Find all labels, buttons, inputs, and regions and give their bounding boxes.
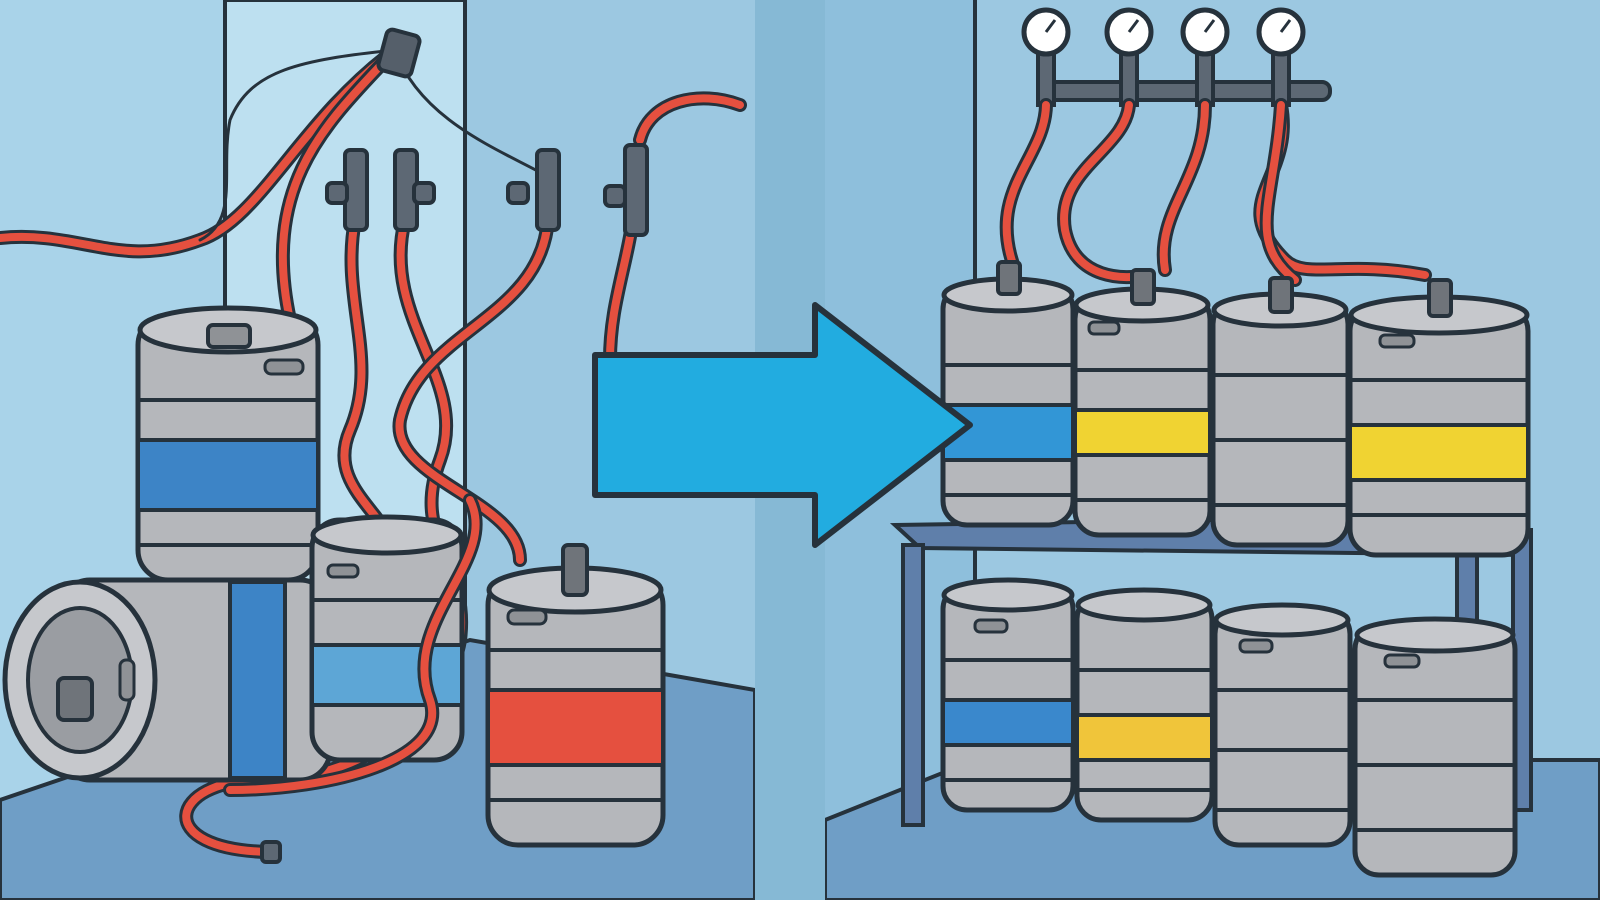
- keg-icon: [485, 543, 666, 848]
- organized-hoses: [999, 98, 1432, 287]
- gas-manifold: [1021, 7, 1332, 107]
- before-scene: [0, 0, 755, 900]
- valve-icon: [393, 148, 436, 232]
- splitter-icon: [376, 27, 422, 79]
- tangled-hoses: [0, 43, 747, 859]
- keg-icon: [1212, 602, 1353, 848]
- keg-icon: [940, 577, 1076, 813]
- keg-icon: [1074, 587, 1215, 823]
- keg-icon: [2, 577, 333, 783]
- valve-icon: [325, 148, 369, 232]
- after-scene: [825, 0, 1600, 900]
- bottom-row-kegs: [940, 577, 1518, 878]
- valve-icon: [506, 148, 561, 232]
- before-panel: [0, 0, 755, 900]
- pressure-gauge-icon: [1021, 7, 1071, 107]
- valve-row: [325, 143, 649, 237]
- hose-end-icon: [260, 840, 282, 864]
- keg-icon: [309, 514, 465, 763]
- keg-icon: [1347, 278, 1531, 558]
- valve-icon: [603, 143, 649, 237]
- keg-icon: [940, 260, 1076, 528]
- keg-icon: [135, 305, 321, 583]
- top-row-kegs: [940, 260, 1531, 558]
- right-arrow-icon: [592, 302, 973, 548]
- after-panel: [825, 0, 1600, 900]
- keg-icon: [1352, 616, 1518, 878]
- loose-hose: [223, 493, 483, 797]
- keg-icon: [1072, 268, 1213, 538]
- keg-icon: [1210, 276, 1351, 548]
